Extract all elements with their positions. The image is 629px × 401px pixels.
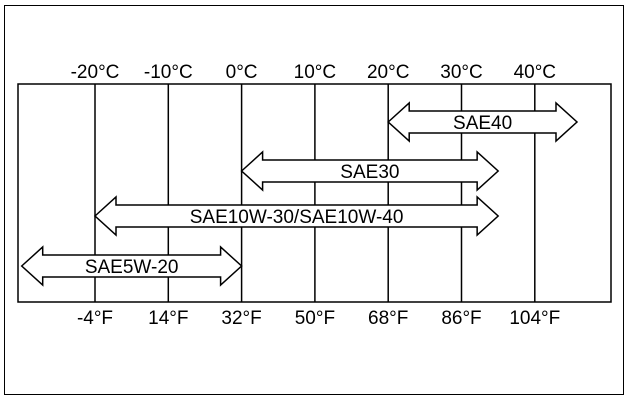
celsius-tick-label: -20°C — [71, 62, 120, 83]
diagram-frame — [4, 5, 624, 395]
oil-range-arrow: SAE30 — [240, 150, 500, 192]
double-arrow-shape — [240, 150, 500, 192]
celsius-tick-label: 20°C — [367, 62, 409, 83]
oil-grade-label: SAE10W-30/SAE10W-40 — [190, 207, 404, 228]
celsius-tick-label: 0°C — [226, 62, 258, 83]
celsius-tick-label: 10°C — [294, 62, 336, 83]
fahrenheit-tick-label: 14°F — [148, 308, 188, 329]
fahrenheit-tick-label: 86°F — [441, 308, 481, 329]
fahrenheit-tick-label: 50°F — [295, 308, 335, 329]
oil-grade-label: SAE5W-20 — [85, 257, 179, 278]
double-arrow-shape — [387, 101, 579, 143]
double-arrow-shape — [20, 245, 243, 287]
oil-grade-label: SAE40 — [453, 113, 512, 134]
celsius-tick-label: 40°C — [514, 62, 556, 83]
celsius-tick-label: 30°C — [440, 62, 482, 83]
fahrenheit-tick-label: -4°F — [77, 308, 113, 329]
fahrenheit-tick-label: 104°F — [509, 308, 560, 329]
double-arrow-shape — [93, 195, 500, 237]
fahrenheit-tick-label: 68°F — [368, 308, 408, 329]
celsius-tick-label: -10°C — [144, 62, 193, 83]
oil-range-arrow: SAE5W-20 — [20, 245, 243, 287]
oil-range-arrow: SAE10W-30/SAE10W-40 — [93, 195, 500, 237]
fahrenheit-tick-label: 32°F — [221, 308, 261, 329]
oil-range-arrow: SAE40 — [387, 101, 579, 143]
oil-grade-label: SAE30 — [340, 162, 399, 183]
